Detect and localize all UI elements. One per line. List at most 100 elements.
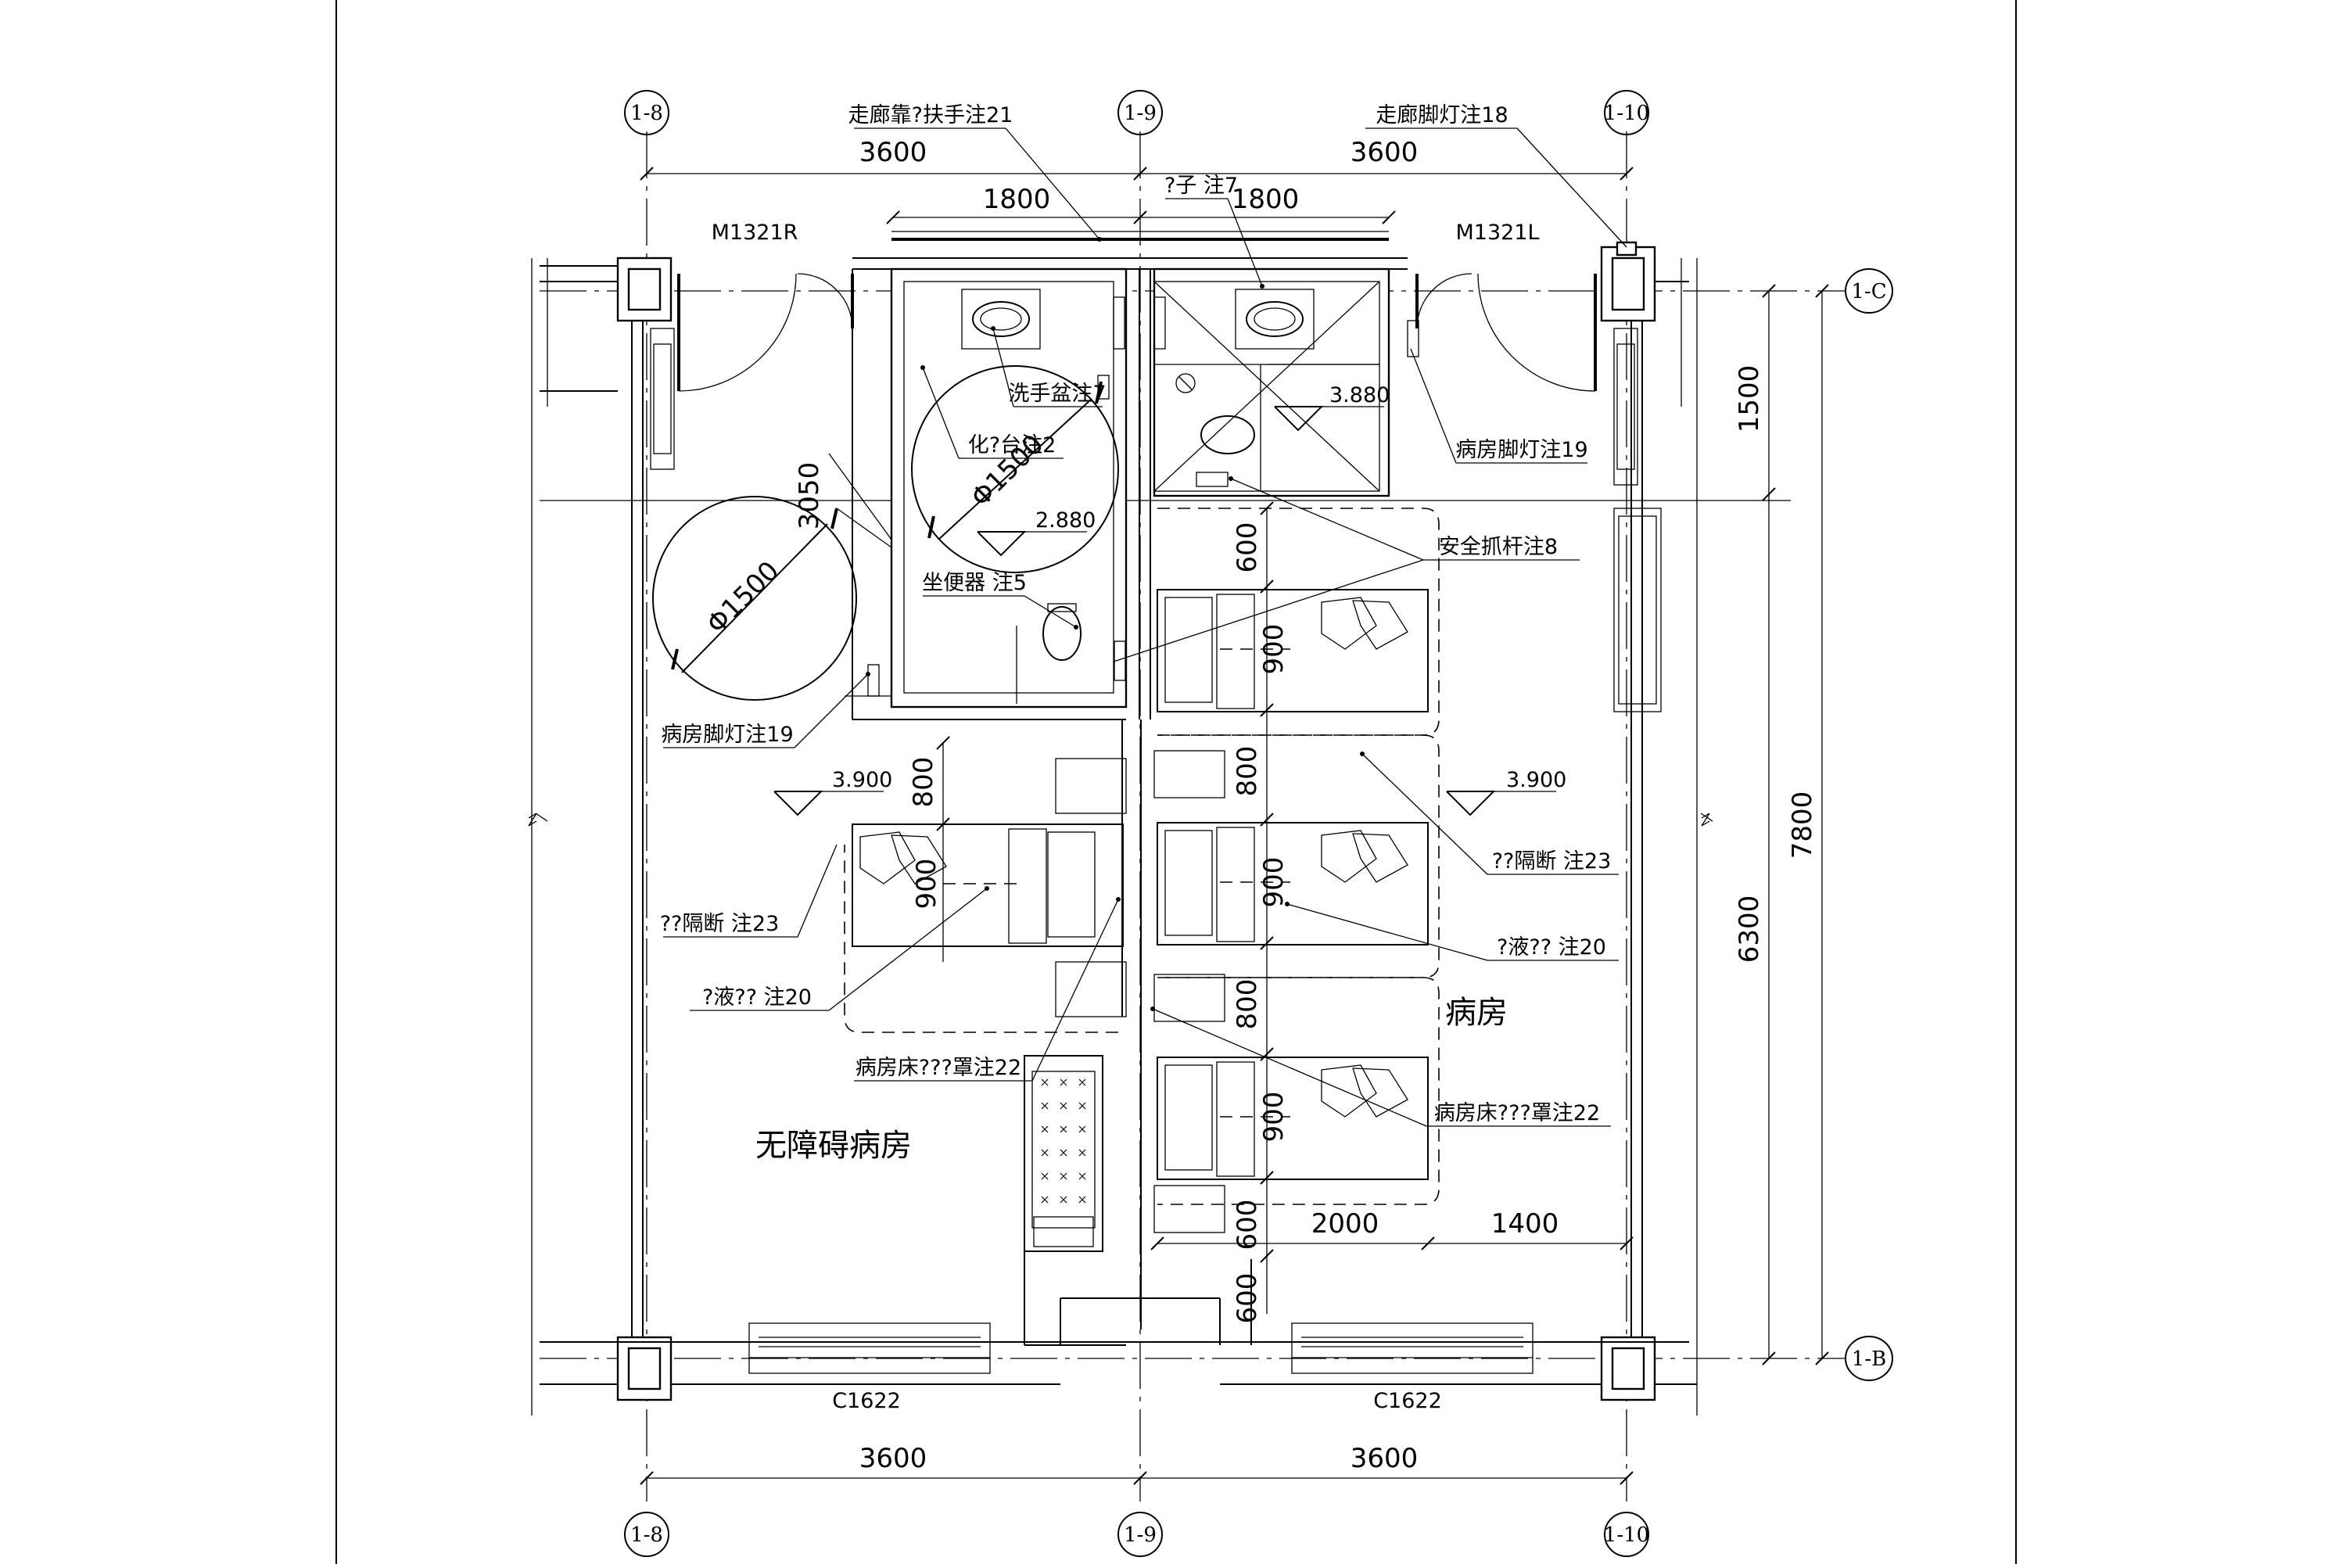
bathroom-left [890,267,1128,709]
bed-right-2: 900 [1157,822,1429,945]
dimension-bottom: 3600 3600 [640,1443,1634,1485]
callout-partition-left: ??隔断 注23 [660,844,838,938]
axis-bubble-1-8-top: 1-8 [624,90,669,135]
room-name-ward: 病房 [1445,995,1508,1031]
sofa-pattern-mark [1078,1196,1086,1204]
dimension-text: 1500 [1734,365,1765,433]
basin-left [961,289,1041,350]
sofa-pattern-mark [1078,1125,1086,1133]
dimension-right: 1500 6300 7800 [1734,284,1829,1365]
sofa-pattern-mark [1078,1078,1086,1086]
dimension-text: 3600 [1351,1443,1419,1474]
axis-bubble-1-10-top: 1-10 [1604,90,1649,135]
axis-label: 1-8 [630,102,663,125]
door-right: M1321L [1415,221,1597,392]
walls [528,241,1713,1416]
sofa-pattern-mark [1041,1078,1049,1086]
callout-bed-cover-left: 病房床???罩注22 [854,897,1121,1082]
elevation-text: 3.880 [1329,383,1390,407]
window-right: C1622 [1291,1322,1534,1413]
dimension-text: 1800 [983,184,1051,215]
axis-bubble-1-9-top: 1-9 [1117,90,1163,135]
sofa-pattern-mark [1060,1125,1067,1133]
axis-bubble-1-b: 1-B [1822,1336,1893,1381]
elevation-marker-room-left: 3.900 [773,768,892,816]
callout-text: 病房脚灯注19 [661,723,793,747]
door-label: M1321L [1455,221,1539,245]
window-label: C1622 [1373,1389,1442,1413]
callout-text: ??隔断 注23 [660,912,780,936]
door-left: M1321R [677,221,854,392]
sofa-pattern-mark [1078,1149,1086,1157]
elevation-text: 2.880 [1035,508,1096,533]
callout-text: 病房脚灯注19 [1455,438,1587,462]
axis-bubble-1-9-bottom: 1-9 [1117,1512,1163,1557]
dimension-text: 3600 [1351,137,1419,168]
sofa-pattern-mark [1060,1078,1067,1086]
axis-label: 1-10 [1604,102,1649,125]
elevation-text: 3.900 [832,768,892,792]
bed-right-1: 900 [1157,589,1429,712]
dimension-text: 800 [908,757,939,808]
callout-iv-left: ?液?? 注20 [690,886,989,1011]
callout-ward-light-left: 病房脚灯注19 [661,672,870,748]
sofa-pattern-mark [1041,1125,1049,1133]
sofa-pattern-mark [1041,1149,1049,1157]
dimension-text: 800 [1232,979,1263,1030]
elevation-marker-room-right: 3.900 [1446,768,1566,816]
callout-basin: 洗手盆注7 [991,326,1107,407]
sofa-pattern-mark [1041,1102,1049,1110]
window-label: C1622 [832,1389,901,1413]
callout-text: ?液?? 注20 [1497,935,1606,960]
dimension-text: 3600 [859,1443,927,1474]
dimension-text: 600 [1232,1273,1263,1324]
callout-vanity: 化?台注2 [920,365,1064,459]
callout-text: 化?台注2 [968,433,1056,457]
curtain-tracks [844,508,1440,1205]
dimension-text: 600 [1232,522,1263,573]
dimension-text: 6300 [1734,895,1765,963]
column [627,1347,662,1390]
door-label: M1321R [712,221,798,245]
sofa [1024,1055,1103,1252]
column [1611,257,1645,311]
dimension-text: 1800 [1232,184,1300,215]
axis-label: 1-9 [1124,1523,1157,1547]
callout-text: ??隔断 注23 [1492,849,1612,874]
bed-spacing-dimensions: 600 800 800 600 600 800 2000 1400 [908,501,1634,1324]
bed-right-3: 900 [1157,1057,1429,1180]
room-name-accessible: 无障碍病房 [755,1128,912,1164]
circle-label: Φ1500 [701,555,785,640]
callout-text: 走廊脚灯注18 [1376,103,1508,127]
axis-bubble-1-8-bottom: 1-8 [624,1512,669,1557]
dimension-text: 3050 [794,462,825,530]
axis-label: 1-B [1852,1347,1886,1371]
column [627,267,662,311]
callout-text: ?子 注7 [1164,174,1238,198]
axis-label: 1-9 [1124,102,1157,125]
axis-bubble-1-c: 1-C [1822,268,1893,314]
callout-text: 病房床???罩注22 [856,1056,1021,1080]
sofa-pattern-mark [1060,1196,1067,1204]
axis-label: 1-10 [1604,1523,1649,1547]
axis-label: 1-8 [630,1523,663,1547]
callout-iv-right: ?液?? 注20 [1285,902,1619,961]
callout-text: 洗手盆注7 [1008,382,1106,406]
callout-text: 安全抓杆注8 [1439,535,1558,559]
callout-text: 病房床???罩注22 [1434,1101,1600,1125]
dimension-text: 2000 [1311,1208,1379,1240]
sofa-pattern-mark [1078,1172,1086,1180]
sofa-pattern-mark [1060,1149,1067,1157]
toilet-right [1097,296,1255,487]
dimension-text: 3600 [859,137,927,168]
drawing-frame [335,0,2017,1564]
dimension-text: 600 [1232,1200,1263,1250]
sofa-pattern [1041,1078,1086,1204]
sofa-pattern-mark [1060,1102,1067,1110]
callout-text: ?液?? 注20 [702,985,812,1010]
callout-corridor-light: 走廊脚灯注18 [1365,103,1627,248]
elevation-marker-wc-right: 3.880 [1274,383,1390,432]
callout-toilet: 坐便器 注5 [922,571,1078,630]
